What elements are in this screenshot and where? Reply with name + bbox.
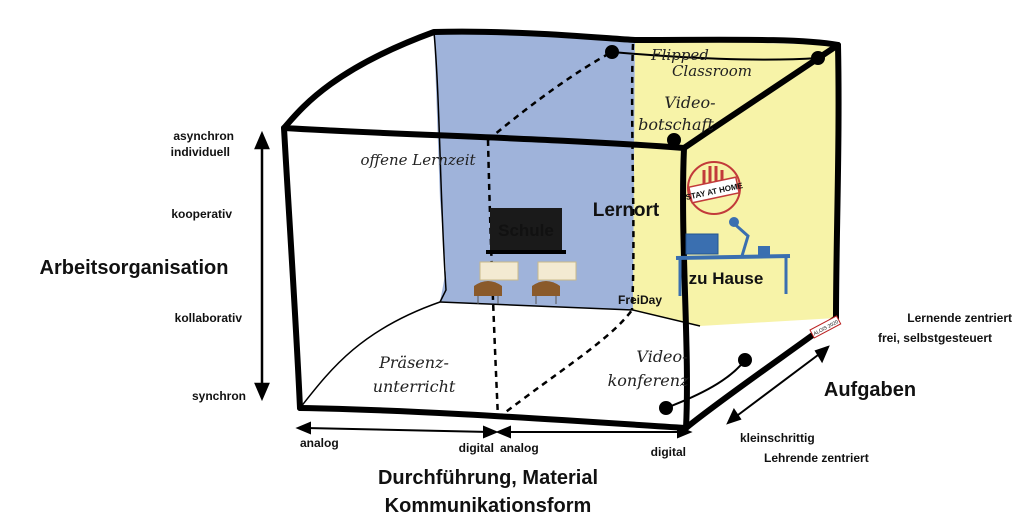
school-back-face bbox=[434, 32, 635, 310]
cube-outline bbox=[281, 28, 842, 431]
video-botschaft-line2: botschaft bbox=[638, 115, 714, 134]
connectors bbox=[605, 45, 825, 415]
offene-lernzeit-label: offene Lernzeit bbox=[360, 151, 476, 169]
vertical-axis-arrow bbox=[254, 130, 270, 402]
tick-kooperativ: kooperativ bbox=[171, 207, 232, 221]
depth-axis-title: Aufgaben bbox=[824, 379, 916, 401]
stay-at-home-stamp: STAY AT HOME bbox=[685, 161, 744, 215]
depth-axis-arrow bbox=[726, 345, 830, 425]
vertical-axis-title: Arbeitsorganisation bbox=[40, 257, 229, 279]
home-desk-icon: zu Hause bbox=[675, 217, 791, 296]
h-right-end: digital bbox=[651, 445, 686, 459]
h-left-start: analog bbox=[300, 436, 339, 450]
video-konferenz-line2: konferenz bbox=[608, 371, 689, 390]
back-edges bbox=[299, 31, 701, 409]
flipped-label: Flipped bbox=[650, 46, 709, 64]
depth-far-line1: Lernende zentriert bbox=[907, 311, 1012, 325]
video-botschaft-line1: Video- bbox=[664, 93, 715, 112]
horizontal-axis-arrows bbox=[295, 421, 693, 439]
lernort-label: Lernort bbox=[593, 200, 660, 221]
classroom-label: Classroom bbox=[672, 62, 752, 80]
video-konferenz-line1: Video- bbox=[636, 347, 687, 366]
depth-far-line2: frei, selbstgesteuert bbox=[878, 331, 992, 345]
horizontal-axis-title-line1: Durchführung, Material bbox=[378, 467, 598, 489]
praesenz-line2: unterricht bbox=[373, 377, 456, 396]
depth-near-line2: Lehrende zentriert bbox=[764, 451, 869, 465]
h-left-end: digital bbox=[459, 441, 494, 455]
home-sign-text: zu Hause bbox=[689, 269, 764, 288]
depth-near-line1: kleinschrittig bbox=[740, 431, 815, 445]
school-desks-icon bbox=[474, 261, 577, 304]
h-right-start: analog bbox=[500, 441, 539, 455]
tick-synchron: synchron bbox=[192, 389, 246, 403]
school-sign-text: Schule bbox=[498, 221, 554, 240]
horizontal-axis-title-line2: Kommunikationsform bbox=[385, 495, 592, 517]
praesenz-line1: Präsenz- bbox=[378, 353, 449, 372]
hidden-edges bbox=[486, 43, 635, 419]
tick-kollaborativ: kollaborativ bbox=[175, 311, 243, 325]
tick-individuell: individuell bbox=[171, 145, 230, 159]
school-sign: Schule bbox=[486, 208, 566, 254]
freiday-label: FreiDay bbox=[618, 293, 662, 307]
tick-asynchron: asynchron bbox=[173, 129, 234, 143]
